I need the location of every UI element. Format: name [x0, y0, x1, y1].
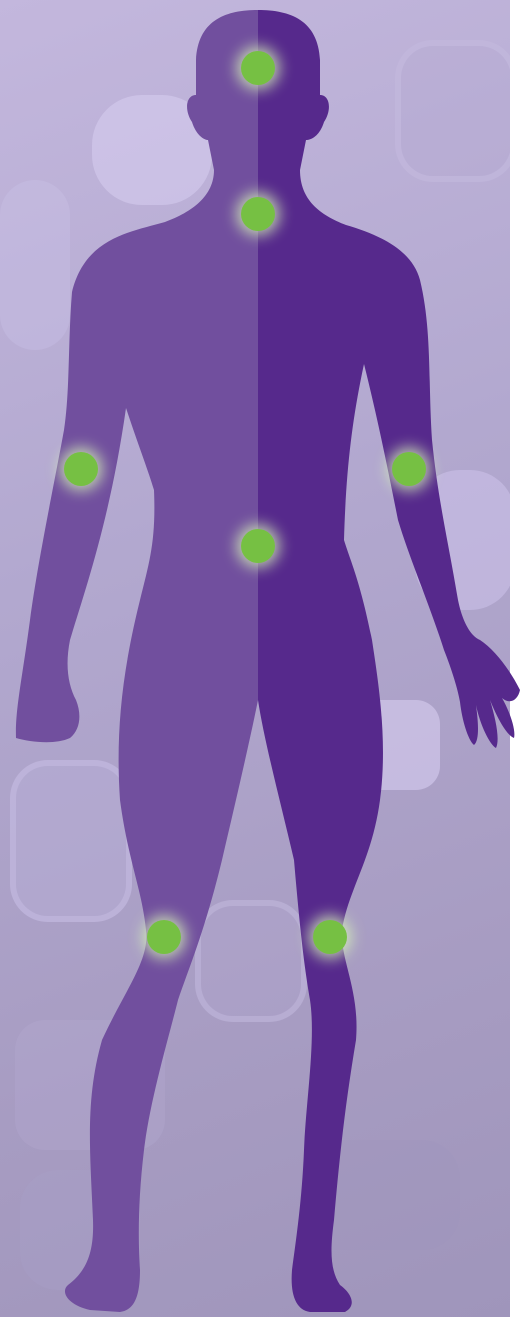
right-elbow-marker-dot: [64, 452, 98, 486]
abdomen-marker: [236, 524, 280, 568]
left-knee-marker: [308, 915, 352, 959]
abdomen-marker-dot: [241, 529, 275, 563]
right-elbow-marker: [59, 447, 103, 491]
head-marker: [236, 46, 280, 90]
neck-marker-dot: [241, 197, 275, 231]
neck-marker: [236, 192, 280, 236]
right-knee-marker: [142, 915, 186, 959]
right-knee-marker-dot: [147, 920, 181, 954]
left-elbow-marker-dot: [392, 452, 426, 486]
head-marker-dot: [241, 51, 275, 85]
left-knee-marker-dot: [313, 920, 347, 954]
left-elbow-marker: [387, 447, 431, 491]
